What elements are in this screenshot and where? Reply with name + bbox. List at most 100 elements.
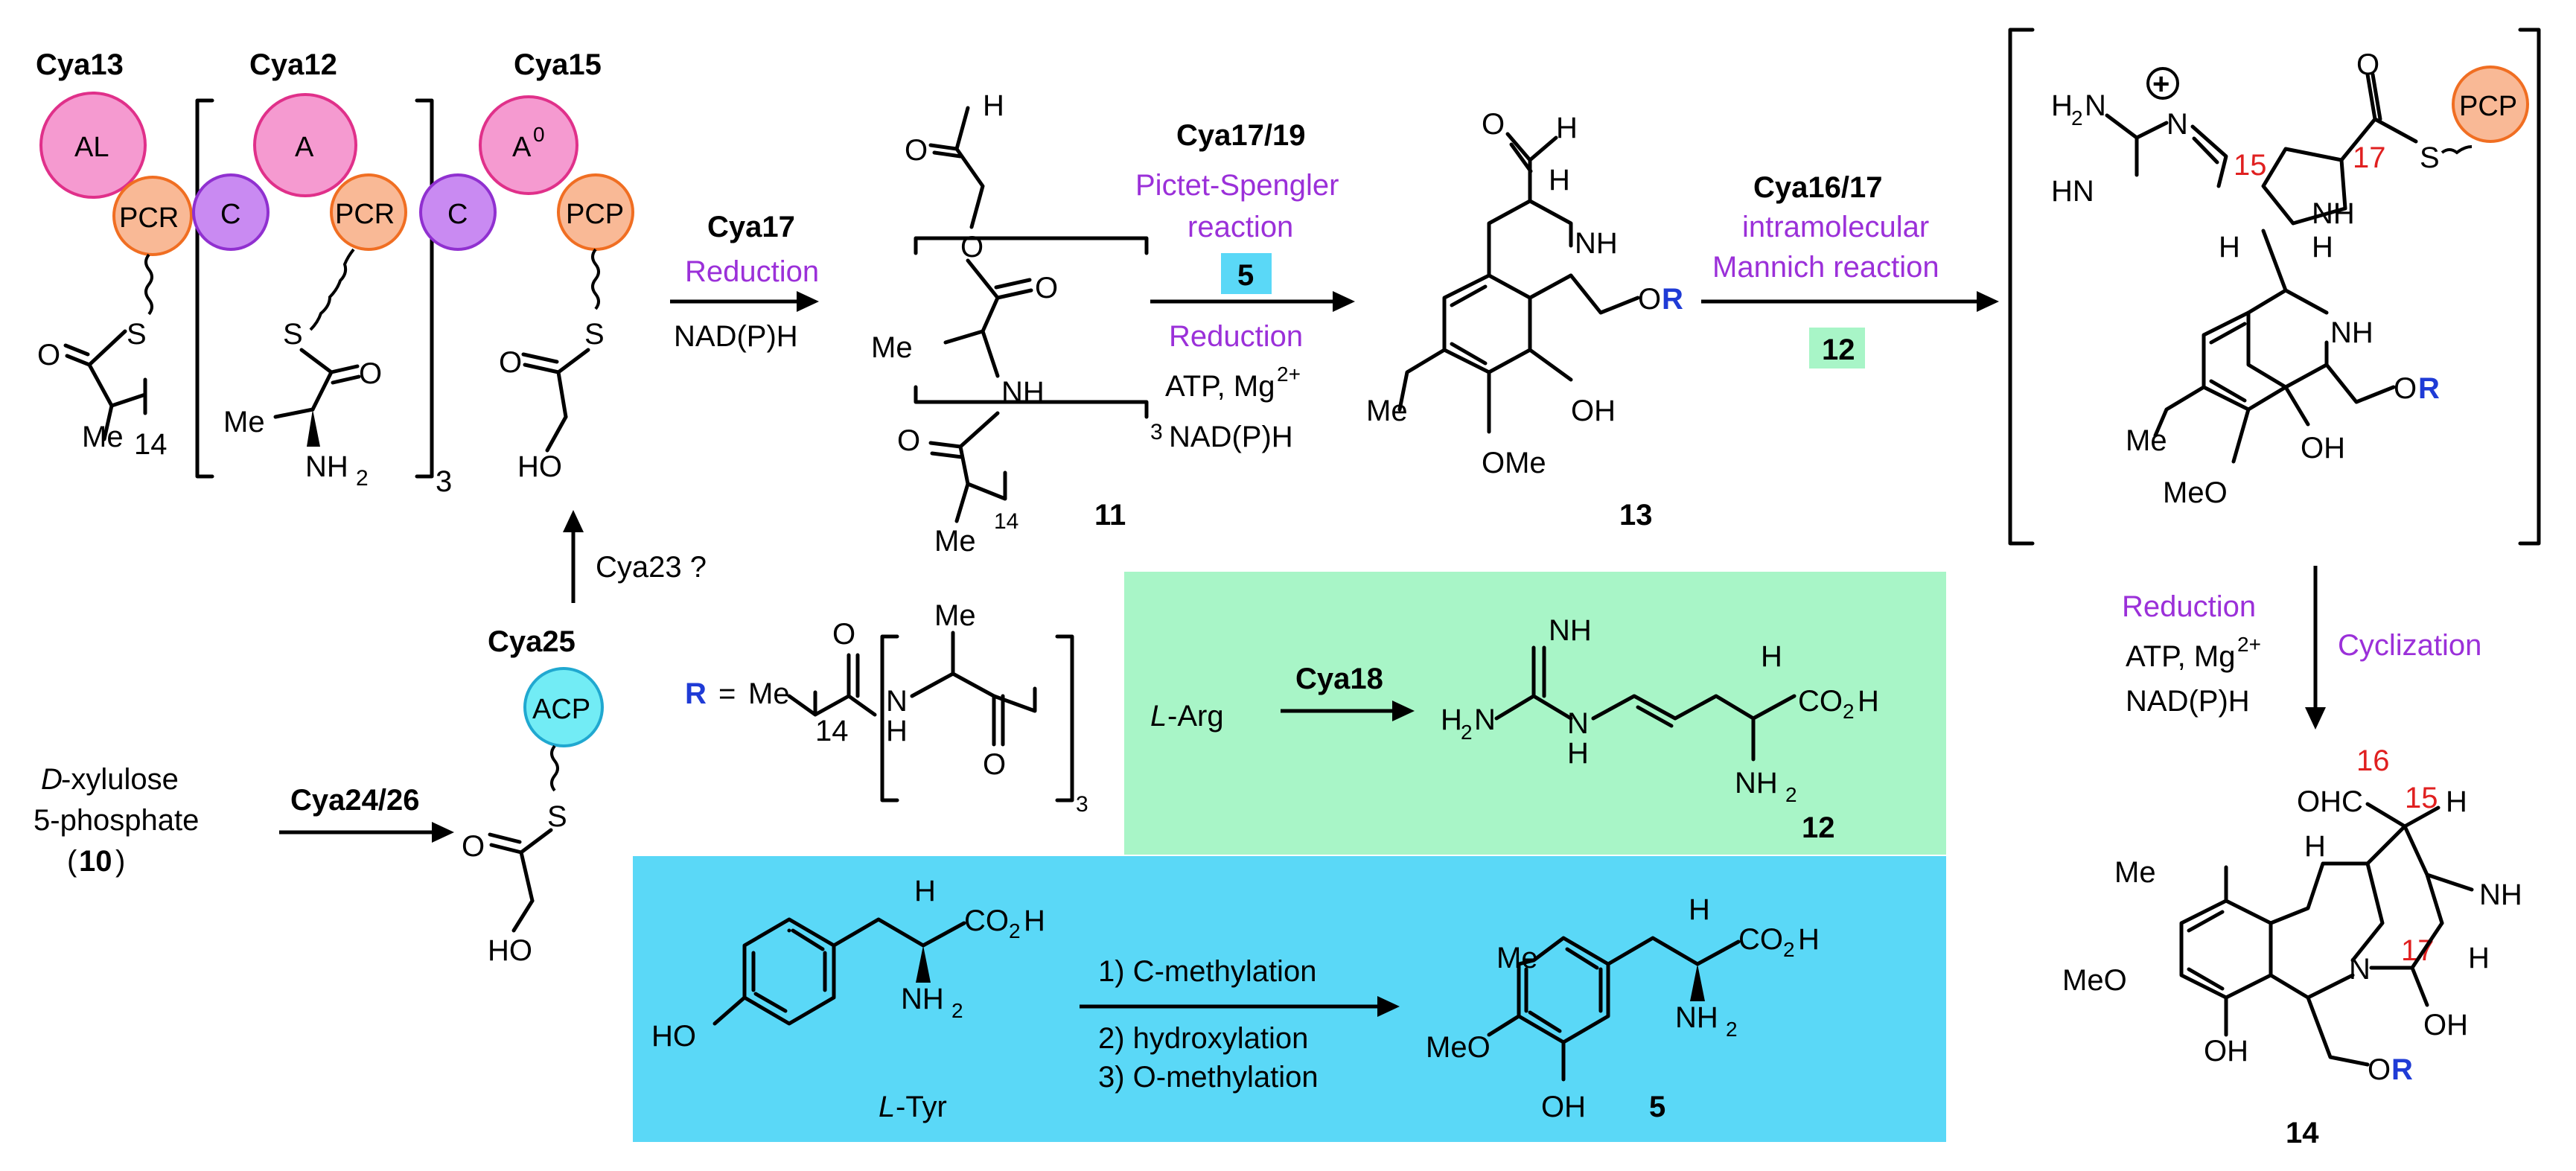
me-bond-int: [2153, 385, 2206, 438]
oh-atom-14b: OH: [2204, 1035, 2248, 1068]
o-atom-int2: O: [2394, 372, 2417, 405]
oh-atom-int: OH: [2301, 432, 2345, 465]
box-5-label: 5: [1237, 259, 1254, 292]
h-atom-12b: H: [1761, 640, 1782, 673]
a0-sup: 0: [533, 123, 545, 146]
ltyr-label: -Tyr: [896, 1091, 947, 1123]
a-domain: [253, 93, 357, 197]
reduction-label-3: Reduction: [2122, 590, 2256, 623]
bracket-top-11: [914, 236, 1149, 255]
h-atom-11: H: [983, 89, 1004, 122]
a-label: A: [295, 132, 314, 163]
intramol-label: intramolecular: [1742, 211, 1929, 243]
c-domain-2: [419, 173, 497, 251]
h-atom-13a: H: [1556, 112, 1578, 144]
h-co2h-5: H: [1798, 923, 1820, 956]
pcr-label-2: PCR: [335, 199, 395, 230]
compound-5-label: 5: [1649, 1091, 1665, 1123]
chain-bracket-1: [109, 377, 147, 415]
oh-atom-13: OH: [1571, 395, 1616, 427]
bond-nh-11: [981, 329, 1000, 378]
larg-l: L: [1150, 700, 1167, 733]
acp-domain: [523, 667, 604, 747]
o-atom-r1: O: [832, 618, 855, 651]
box-12-highlight: [1809, 328, 1865, 368]
num-16: 16: [2356, 744, 2390, 777]
nadph-label-1: NAD(P)H: [674, 320, 798, 353]
eq-sign: =: [718, 677, 736, 710]
c-label-2: C: [447, 199, 468, 230]
nh-atom-13: NH: [1575, 227, 1618, 260]
tyr-ring: [742, 917, 836, 1026]
s-atom-acp: S: [547, 800, 567, 833]
compound-12-label: 12: [1802, 811, 1835, 844]
nh2-tyr: NH: [901, 983, 944, 1015]
aldehyde-11: [928, 106, 970, 159]
sub14-11: 14: [994, 509, 1018, 534]
atp-label-2: ATP, Mg: [1165, 370, 1275, 403]
cya12-label: Cya12: [249, 48, 337, 81]
nadph-label-2: NAD(P)H: [1169, 421, 1293, 453]
ltyr-l: L: [879, 1091, 895, 1123]
cya23-label: Cya23 ?: [596, 551, 707, 584]
c-domain-1: [192, 173, 270, 251]
plus-charge: [2146, 67, 2179, 100]
nh2-12: NH: [1735, 767, 1778, 800]
ho-atom-3: HO: [517, 450, 562, 483]
a0-label: A: [512, 132, 532, 163]
o-atom-1: O: [37, 339, 60, 371]
sub2-h2n-12: 2: [1461, 721, 1473, 744]
xyl-d: D: [41, 763, 63, 796]
me-atom-14: Me: [2114, 856, 2156, 889]
h-atom-14b: H: [2468, 942, 2490, 974]
step1-label: 1) C-methylation: [1098, 955, 1316, 988]
phosphate-label: 5-phosphate: [34, 804, 199, 837]
h-atom-int1: H: [2219, 231, 2240, 264]
pcp-label-1: PCP: [566, 199, 624, 230]
paren-open: (: [67, 845, 77, 878]
bond-ho-3: [545, 415, 568, 453]
meo-atom-int: MeO: [2163, 476, 2228, 509]
o-atom-13b: O: [1638, 283, 1661, 316]
bridge-14: [2365, 802, 2474, 925]
pcr-domain-2: [330, 173, 407, 251]
h-atom-13b: H: [1549, 164, 1570, 197]
num-15-int: 15: [2234, 149, 2267, 182]
reduction-label-1: Reduction: [685, 255, 819, 288]
ho-atom-tyr: HO: [651, 1020, 696, 1053]
sub2-co2h-5: 2: [1783, 938, 1795, 961]
sub2-nh2-5: 2: [1726, 1018, 1738, 1041]
nh2-5: NH: [1675, 1001, 1718, 1034]
cya16-17-label: Cya16/17: [1753, 171, 1882, 204]
bond-ho-acp: [511, 899, 535, 933]
n-atom-h2n: N: [2085, 89, 2106, 122]
cya24-26-label: Cya24/26: [290, 784, 419, 817]
sub2-co2h-12: 2: [1843, 700, 1855, 723]
nh-atom-12: NH: [1549, 614, 1592, 647]
wedge-tyr: [916, 945, 931, 983]
c-label-1: C: [220, 199, 240, 230]
r-atom-13: R: [1662, 283, 1683, 316]
ester-11: [966, 258, 1033, 334]
linker-int: [2440, 145, 2473, 155]
bracket-right-int: [2518, 28, 2541, 546]
al-domain: [39, 92, 147, 199]
r-bracket-right: [1055, 634, 1074, 803]
cya25-label: Cya25: [488, 625, 576, 658]
tyr-oh-bond: [712, 995, 747, 1026]
ch2-13: [1569, 273, 1640, 315]
sub2-2: 2: [356, 466, 369, 491]
arrowhead-cyclization: [2305, 707, 2326, 730]
arrowhead-tyr: [1377, 996, 1400, 1017]
carbonyl-1: [63, 343, 92, 367]
arrowhead-mannich: [1977, 291, 1999, 312]
acyl-acp: [488, 828, 553, 903]
atp-label-3: ATP, Mg: [2126, 640, 2235, 673]
sub2-h2n: 2: [2071, 106, 2083, 130]
ring-5: [1517, 936, 1610, 1044]
wedge-2: [307, 409, 320, 447]
co2h-tyr: CO: [964, 904, 1009, 937]
ho-atom-acp: HO: [488, 934, 532, 967]
nh2-atom-2: NH: [305, 450, 348, 483]
